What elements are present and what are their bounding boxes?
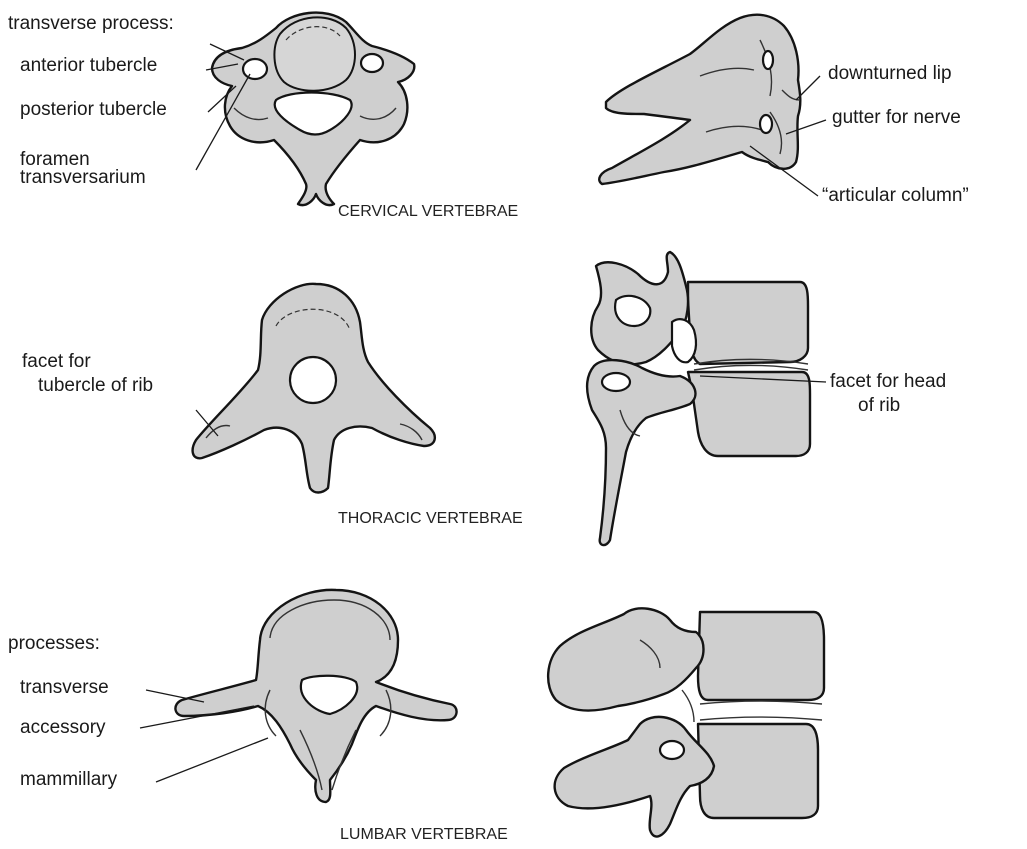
cervical-section-title: CERVICAL VERTEBRAE [338,203,518,221]
mammillary-process-label: mammillary [20,770,117,790]
accessory-process-label: accessory [20,718,106,738]
thoracic-lateral-view [587,252,810,545]
cervical-lateral-view [599,15,800,184]
facet-head-label-line1: facet for head [830,372,946,392]
articular-column-label: “articular column” [822,186,969,206]
facet-tubercle-label-line2: tubercle of rib [38,376,153,396]
lumbar-section-title: LUMBAR VERTEBRAE [340,826,508,844]
transverse-process-group-label: transverse process: [8,14,174,34]
thoracic-section-title: THORACIC VERTEBRAE [338,510,523,528]
processes-group-label: processes: [8,634,100,654]
cervical-superior-view [212,13,414,205]
downturned-lip-label: downturned lip [828,64,952,84]
lumbar-superior-view [175,590,456,802]
gutter-for-nerve-label: gutter for nerve [832,108,961,128]
lumbar-lateral-view [548,608,824,836]
thoracic-superior-view [193,284,435,493]
facet-head-label-line2: of rib [858,396,900,416]
facet-tubercle-label-line1: facet for [22,352,91,372]
anterior-tubercle-label: anterior tubercle [20,56,157,76]
transverse-process-label: transverse [20,678,109,698]
posterior-tubercle-label: posterior tubercle [20,100,167,120]
foramen-transversarium-label-line2: transversarium [20,168,146,188]
